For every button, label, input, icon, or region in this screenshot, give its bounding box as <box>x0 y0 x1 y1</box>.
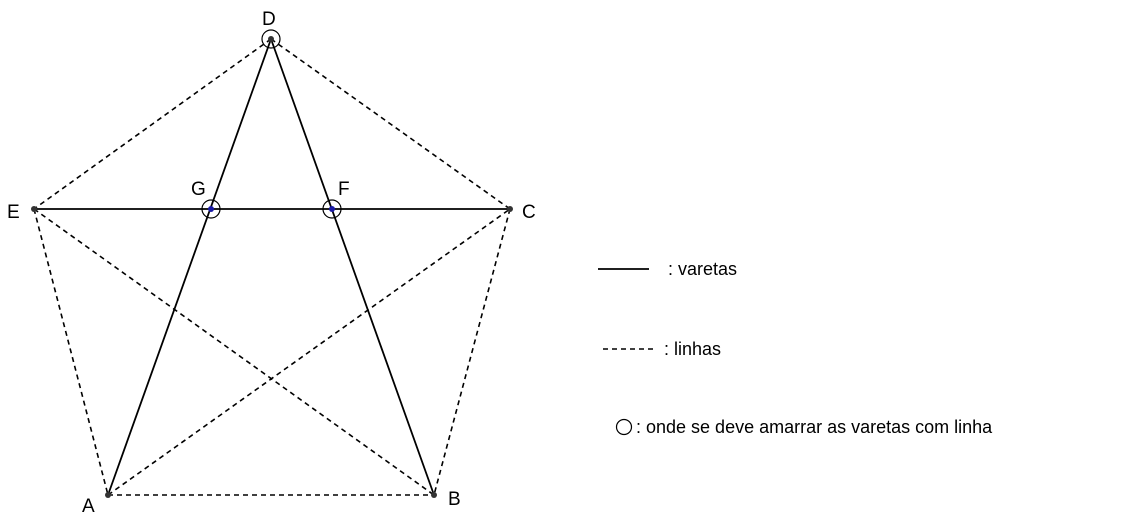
tie-circle-d <box>261 29 281 49</box>
line-d-c <box>270 38 511 210</box>
legend-circle-icon <box>615 418 633 436</box>
label-c: C <box>522 202 536 223</box>
point-d <box>268 36 274 42</box>
rod-d-a <box>107 38 272 496</box>
point-labels: A B C D E F G <box>7 9 536 514</box>
tie-circle-f <box>322 199 342 219</box>
rod-d-b <box>270 38 435 496</box>
solid-rods <box>34 38 510 496</box>
point-f <box>329 206 335 212</box>
line-e-b <box>33 208 435 496</box>
label-b: B <box>448 489 461 510</box>
label-d: D <box>262 9 276 30</box>
point-a <box>105 492 111 498</box>
point-g <box>208 206 214 212</box>
line-c-b <box>433 208 511 496</box>
label-g: G <box>191 179 206 200</box>
point-b <box>431 492 437 498</box>
tie-circle-g <box>201 199 221 219</box>
legend-solid-label: : varetas <box>668 259 737 279</box>
point-markers <box>31 36 513 498</box>
legend-circle-label: : onde se deve amarrar as varetas com li… <box>636 417 993 437</box>
legend-dashed-label: : linhas <box>664 339 721 359</box>
label-a: A <box>82 496 95 514</box>
line-d-e <box>33 38 272 210</box>
tie-circles <box>201 29 342 219</box>
label-e: E <box>7 202 20 223</box>
point-e <box>31 206 37 212</box>
legend: : varetas : linhas : onde se deve amarra… <box>598 259 993 437</box>
point-c <box>507 206 513 212</box>
label-f: F <box>338 179 350 200</box>
dashed-lines <box>33 38 511 496</box>
line-e-a <box>33 208 109 496</box>
line-a-c <box>107 208 511 496</box>
